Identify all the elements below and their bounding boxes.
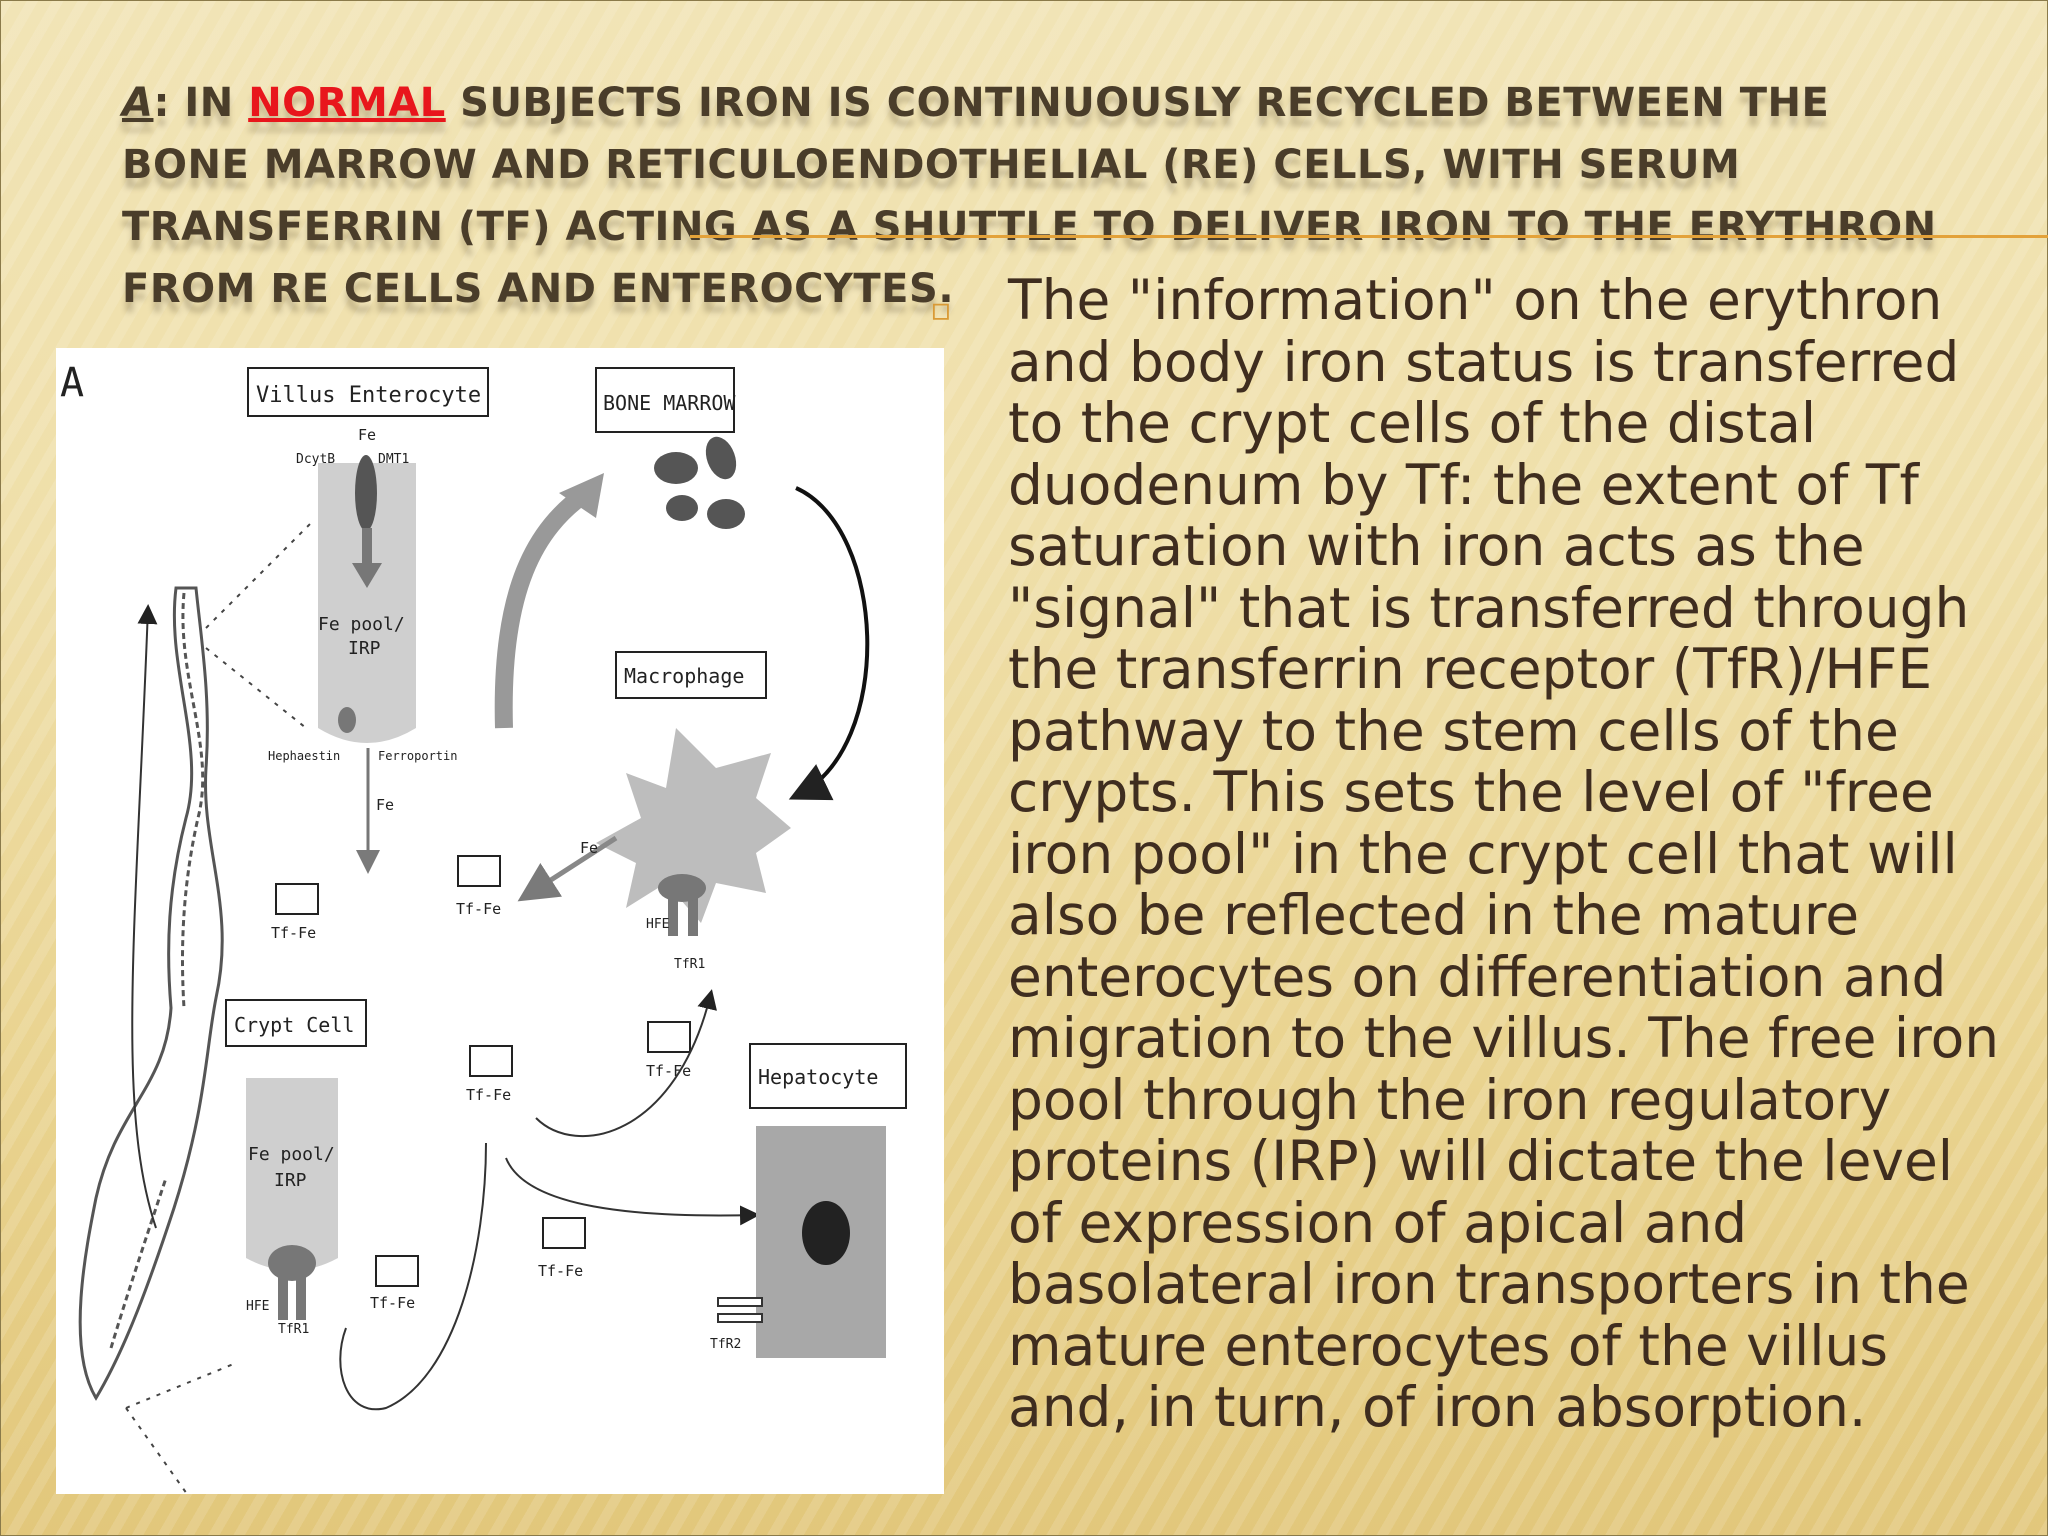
slide-title: A: IN NORMAL SUBJECTS IRON IS CONTINUOUS… <box>122 72 1952 320</box>
hepatocyte-nucleus <box>802 1201 850 1265</box>
bullet-text: The "information" on the erythron and bo… <box>1008 268 2000 1439</box>
hepatocyte-receptor <box>717 1297 763 1323</box>
marrow-to-macrophage-arrow <box>788 486 870 801</box>
bone-marrow-label: BONE MARROW <box>603 391 736 415</box>
tf-fe-label-5: Tf-Fe <box>538 1262 583 1280</box>
bone-marrow-label-box <box>595 367 735 433</box>
tf-fe-label-6: Tf-Fe <box>370 1294 415 1312</box>
title-rule <box>690 235 2048 238</box>
square-bullet-icon: ▫ <box>930 290 952 328</box>
red-cells <box>654 436 745 529</box>
dmt1-transporter <box>355 455 377 531</box>
macrophage-cell <box>596 728 791 923</box>
title-rest: SUBJECTS IRON IS CONTINUOUSLY RECYCLED B… <box>122 80 1937 312</box>
crypt-tfr1-label: TfR1 <box>278 1322 309 1337</box>
macrophage-fe-arrow <box>517 835 618 902</box>
hepatocyte-label: Hepatocyte <box>758 1065 878 1089</box>
tfr2-label: TfR2 <box>710 1337 741 1352</box>
crypt-irp-label: IRP <box>274 1170 307 1191</box>
iron-cycle-diagram: A Villus Enterocyte Fe DcytB DMT1 Fe poo… <box>56 348 944 1494</box>
macrophage-fe-label: Fe <box>580 839 598 857</box>
hephaestin-dot <box>338 707 356 733</box>
crypt-fe-pool-label: Fe pool/ <box>248 1144 335 1165</box>
macrophage-label-box <box>615 651 767 699</box>
crypt-hfe-label: HFE <box>246 1299 269 1314</box>
villus-fe-pool-label: Fe pool/ <box>318 614 405 635</box>
hepatocyte-label-box <box>749 1043 907 1109</box>
tf-fe-label-3: Tf-Fe <box>466 1086 511 1104</box>
villus-fe-label: Fe <box>358 426 376 444</box>
villus-enterocyte-cell <box>318 463 416 743</box>
crypt-receptor <box>268 1245 316 1320</box>
villus-enterocyte-label-box <box>247 367 489 417</box>
title-prefix-letter: A <box>122 80 154 126</box>
villus-sketch <box>78 586 224 1401</box>
tf-to-crypt-arrow <box>339 1142 487 1411</box>
hephaestin-label: Hephaestin <box>268 749 340 763</box>
enterocyte-fe-label: Fe <box>376 796 394 814</box>
panel-letter: A <box>60 360 84 406</box>
title-prefix-rest: : IN <box>153 80 249 126</box>
macrophage-label: Macrophage <box>624 664 744 688</box>
crypt-cell <box>246 1078 338 1271</box>
macrophage-hfe-label: HFE <box>646 917 669 932</box>
crypt-cell-label-box <box>225 999 367 1047</box>
tf-to-hepatocyte-arrow <box>505 1157 760 1226</box>
villus-irp-label: IRP <box>348 638 381 659</box>
tf-fe-label-1: Tf-Fe <box>271 924 316 942</box>
macrophage-receptor <box>658 874 706 936</box>
tf-to-macrophage-arrow <box>535 989 717 1138</box>
tf-fe-label-2: Tf-Fe <box>456 900 501 918</box>
bone-marrow-big-arrow <box>494 485 592 729</box>
tf-fe-label-4: Tf-Fe <box>646 1062 691 1080</box>
crypt-cell-label: Crypt Cell <box>234 1013 354 1037</box>
title-highlight: NORMAL <box>248 80 446 126</box>
ferroportin-label: Ferroportin <box>378 749 457 763</box>
villus-arrow <box>131 604 158 1229</box>
villus-enterocyte-label: Villus Enterocyte <box>256 383 481 408</box>
macrophage-tfr1-label: TfR1 <box>674 957 705 972</box>
